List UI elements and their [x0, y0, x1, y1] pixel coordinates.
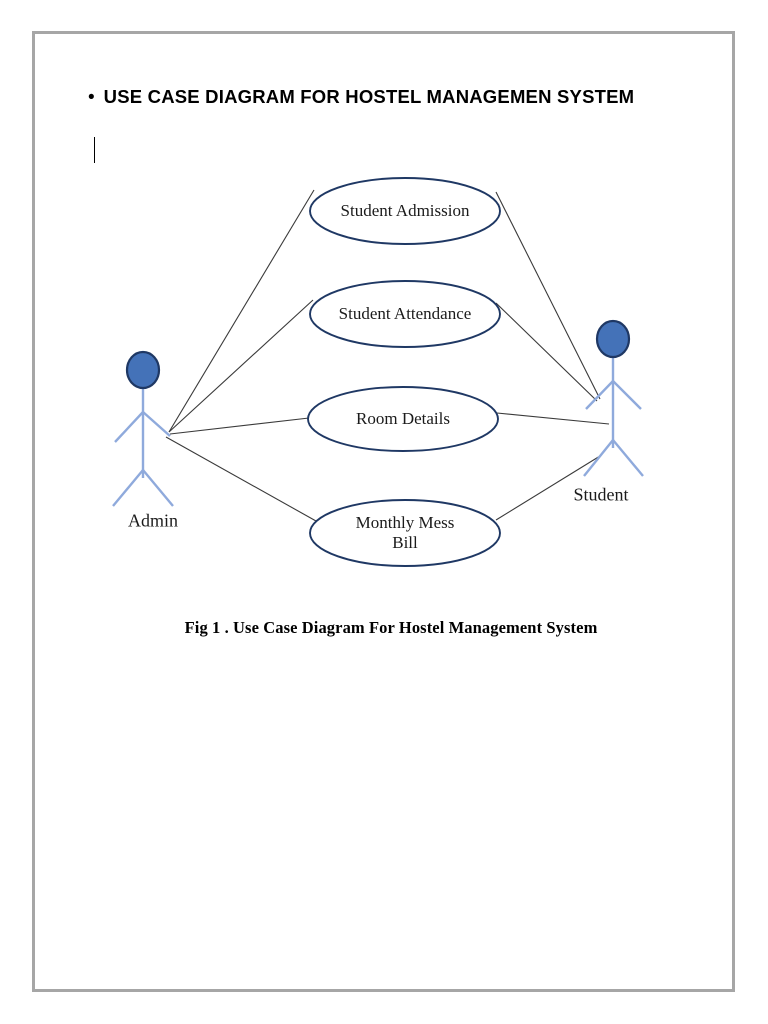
- actor-admin-leg-right: [142, 469, 174, 507]
- association-admin-student-attendance: [168, 299, 314, 433]
- use-case-ellipses: [307, 177, 501, 567]
- page-border-frame: [32, 31, 735, 992]
- actor-student-head: [595, 319, 631, 359]
- association-admin-monthly-mess-bill: [165, 436, 317, 522]
- figure-caption: Fig 1 . Use Case Diagram For Hostel Mana…: [184, 618, 598, 637]
- association-student-admission-student: [495, 191, 601, 400]
- association-lines: [165, 189, 610, 522]
- use-case-diagram: Student Admission Student Attendance Roo…: [112, 177, 644, 567]
- actor-label-admin: Admin: [127, 510, 179, 531]
- use-case-monthly-mess-bill[interactable]: [309, 499, 501, 567]
- bullet-icon: •: [88, 87, 95, 108]
- actor-admin-leg-left: [112, 469, 144, 507]
- diagram-canvas: [112, 177, 644, 567]
- use-case-room-details[interactable]: [307, 386, 499, 452]
- page-title-text: USE CASE DIAGRAM FOR HOSTEL MANAGEMEN SY…: [103, 86, 635, 107]
- page-title: • USE CASE DIAGRAM FOR HOSTEL MANAGEMEN …: [88, 86, 688, 108]
- actor-admin-arm-right: [142, 411, 171, 437]
- actor-admin-head: [125, 350, 161, 390]
- actor-label-student: Student: [573, 484, 629, 505]
- actor-student-arm-right: [612, 380, 642, 410]
- text-cursor-caret: [94, 137, 95, 163]
- association-room-details-student: [496, 412, 610, 425]
- association-monthly-mess-bill-student: [495, 455, 601, 521]
- actor-admin-arm-left: [114, 411, 144, 443]
- association-admin-room-details: [169, 417, 310, 435]
- association-student-attendance-student: [495, 302, 598, 402]
- actor-admin[interactable]: [112, 350, 174, 507]
- actor-student-arm-left: [585, 380, 614, 410]
- use-case-student-attendance[interactable]: [309, 280, 501, 348]
- use-case-student-admission[interactable]: [309, 177, 501, 245]
- actor-student[interactable]: [583, 319, 644, 477]
- actor-student-leg-left: [583, 439, 614, 477]
- association-admin-student-admission: [168, 189, 315, 433]
- actor-student-leg-right: [612, 439, 644, 477]
